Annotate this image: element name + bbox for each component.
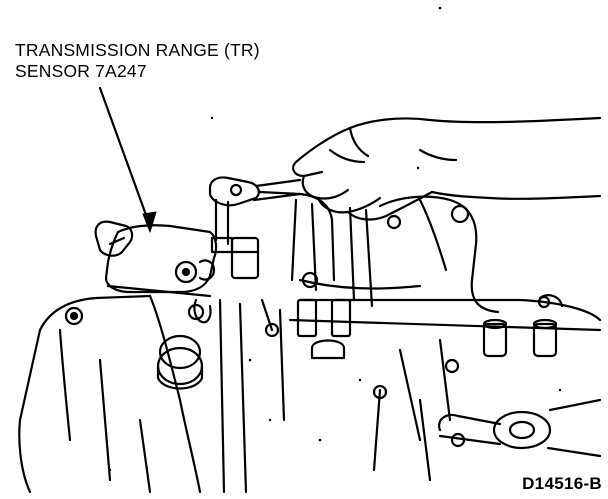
figure-id: D14516-B [522, 474, 602, 493]
callout-label: TRANSMISSION RANGE (TR) SENSOR 7A247 [15, 40, 260, 82]
tr-sensor [94, 220, 260, 324]
callout-line-2: SENSOR 7A247 [15, 61, 147, 81]
scan-speckles [108, 6, 562, 472]
lower-components [156, 271, 564, 482]
valve-body-frame [258, 190, 602, 332]
leader-arrow [98, 86, 157, 233]
ratchet-wrench [208, 176, 302, 254]
callout-line-1: TRANSMISSION RANGE (TR) [15, 40, 260, 60]
hand [292, 116, 602, 221]
lever-bracket [438, 398, 602, 458]
transmission-case [18, 294, 286, 494]
